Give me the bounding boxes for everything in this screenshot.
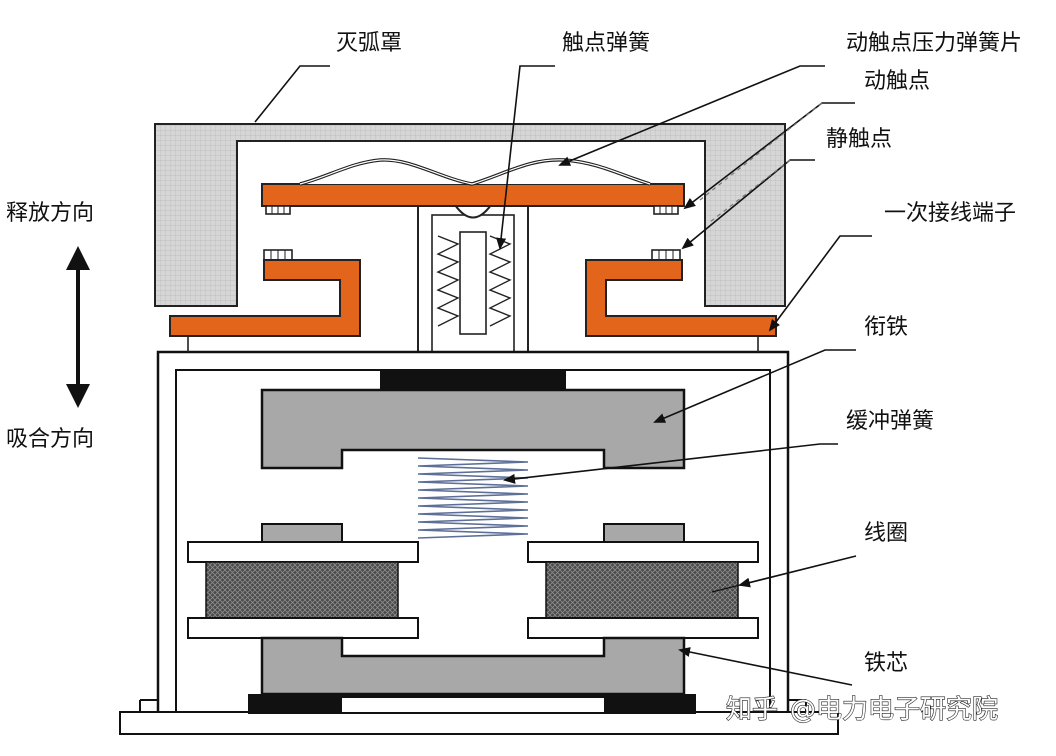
coil-left bbox=[187, 523, 419, 639]
label-pull-in-direction: 吸合方向 bbox=[6, 427, 94, 452]
label-armature: 衔铁 bbox=[864, 315, 908, 340]
contact-spring bbox=[436, 235, 512, 327]
leader-lines bbox=[254, 65, 872, 686]
label-static-contact: 静触点 bbox=[826, 127, 892, 152]
label-contact-spring: 触点弹簧 bbox=[562, 31, 650, 56]
buffer-spring bbox=[417, 457, 529, 539]
watermark-site: 知乎 bbox=[726, 695, 778, 725]
armature-top-strip bbox=[380, 370, 566, 390]
label-release-direction: 释放方向 bbox=[6, 201, 94, 226]
coil-right bbox=[527, 523, 759, 639]
watermark: 知乎 @电力电子研究院 bbox=[725, 694, 998, 725]
label-arc-chute: 灭弧罩 bbox=[336, 31, 402, 56]
moving-contact-bar bbox=[261, 183, 685, 207]
armature bbox=[260, 388, 686, 470]
label-buffer-spring: 缓冲弹簧 bbox=[846, 409, 934, 434]
watermark-account: @电力电子研究院 bbox=[790, 695, 998, 725]
label-moving-contact: 动触点 bbox=[864, 69, 930, 94]
static-contact-left bbox=[169, 249, 361, 337]
static-contact-right bbox=[585, 249, 777, 337]
arc-chute bbox=[154, 123, 786, 307]
label-coil: 线圈 bbox=[864, 521, 908, 546]
label-moving-contact-pressure-spring: 动触点压力弹簧片 bbox=[846, 31, 1022, 56]
label-iron-core: 铁芯 bbox=[864, 651, 908, 676]
label-primary-terminal: 一次接线端子 bbox=[884, 201, 1016, 226]
direction-double-arrow-icon bbox=[66, 246, 90, 408]
moving-contact-pads bbox=[265, 205, 679, 215]
